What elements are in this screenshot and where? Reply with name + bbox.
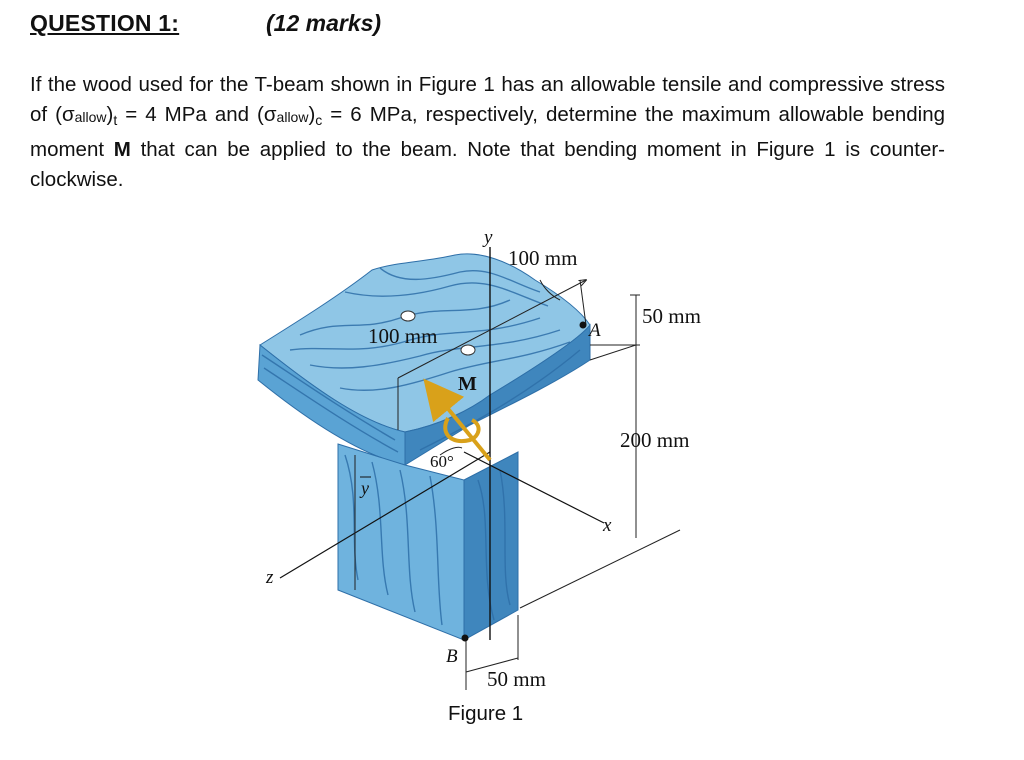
x-axis-line: [463, 451, 605, 524]
subscript-t: t: [113, 112, 118, 128]
moment-rotation-arc: [443, 417, 481, 444]
label-dim-200: 200 mm: [620, 428, 689, 452]
dimension-lines: [354, 280, 681, 690]
label-dim-100-top: 100 mm: [508, 246, 577, 270]
t-beam-figure: 100 mm 100 mm 50 mm 200 mm 50 mm M 60° A…: [257, 227, 701, 691]
problem-text-2: ): [106, 103, 114, 126]
problem-text-1: If the wood used for the T-beam shown in…: [30, 73, 945, 126]
problem-text-4: ): [308, 103, 316, 126]
label-dim-50-bottom: 50 mm: [487, 667, 546, 691]
question-label: QUESTION 1:: [30, 10, 180, 36]
z-axis-line: [279, 451, 491, 579]
problem-text-3: = 4 MPa and (σ: [117, 103, 277, 126]
figure-caption: Figure 1: [448, 702, 524, 725]
point-a-marker: [579, 321, 587, 329]
moment-vector-arrow: [423, 378, 492, 462]
label-point-a: A: [587, 320, 601, 341]
label-point-b: B: [446, 646, 458, 667]
marks-label: (12 marks): [266, 10, 382, 36]
label-axis-z: z: [265, 567, 274, 588]
flange-hole-left: [400, 310, 416, 322]
label-axis-y: y: [482, 227, 493, 248]
problem-text-5: = 6 MPa, respectively, determine the max…: [30, 103, 946, 161]
label-ybar: y: [359, 478, 369, 498]
moment-symbol-bold: M: [113, 138, 131, 161]
subscript-c: c: [315, 112, 323, 128]
label-angle: 60°: [430, 452, 454, 471]
label-dim-100-left: 100 mm: [368, 324, 437, 348]
subscript-allow-1: allow: [74, 109, 107, 125]
problem-text-6: that can be applied to the beam. Note th…: [30, 138, 946, 191]
subscript-allow-2: allow: [276, 109, 309, 125]
label-dim-50-right: 50 mm: [642, 304, 701, 328]
problem-statement: If the wood used for the T-beam shown in…: [30, 70, 945, 195]
label-moment: M: [458, 373, 477, 395]
question-header: QUESTION 1: (12 marks): [30, 10, 990, 42]
point-b-marker: [461, 634, 469, 642]
label-axis-x: x: [602, 515, 612, 536]
angle-arc: [439, 446, 463, 456]
flange-hole-right: [460, 344, 476, 356]
web-front-face: [463, 451, 519, 641]
